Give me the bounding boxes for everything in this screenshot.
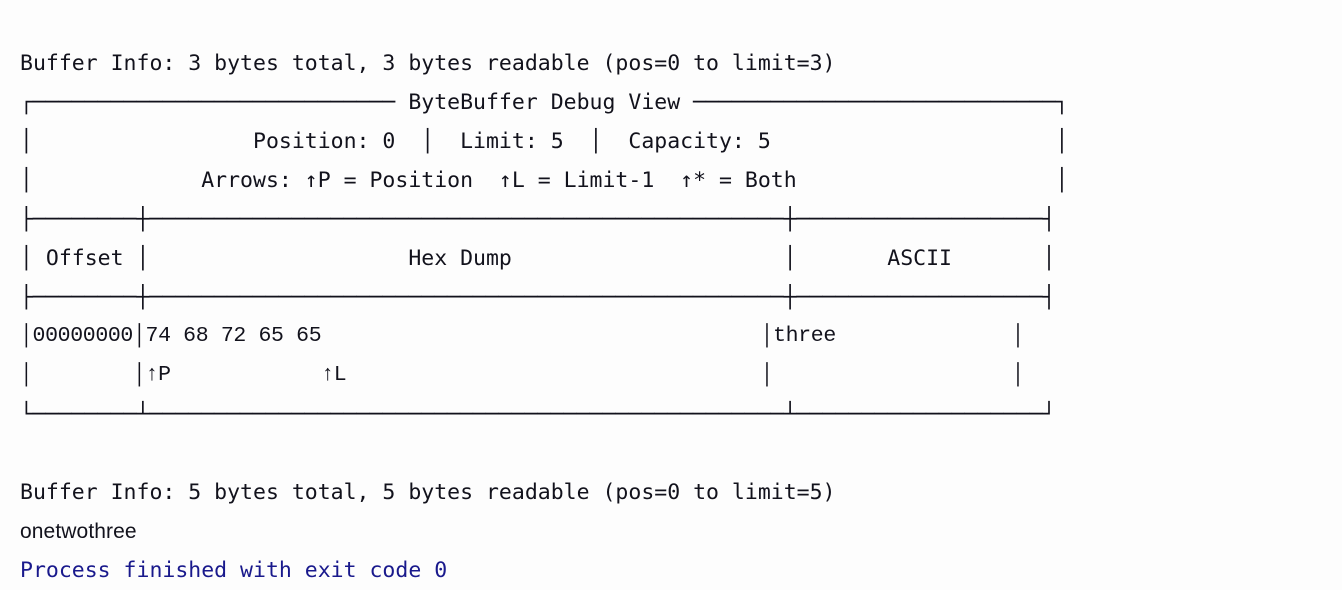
table-separator-lower: ├────────┼──────────────────────────────… (20, 285, 1056, 310)
buffer-info-line-top: Buffer Info: 3 bytes total, 3 bytes read… (20, 51, 836, 76)
debug-view-stats-row: │ Position: 0 │ Limit: 5 │ Capacity: 5 │ (20, 129, 1069, 154)
table-marker-row: │ │↑P ↑L │ │ (20, 363, 1025, 387)
debug-view-legend-row: │ Arrows: ↑P = Position ↑L = Limit-1 ↑* … (20, 168, 1069, 193)
buffer-info-line-bottom: Buffer Info: 5 bytes total, 5 bytes read… (20, 480, 836, 505)
table-row: │00000000│74 68 72 65 65 │three │ (20, 324, 1025, 348)
table-header-row: │ Offset │ Hex Dump │ ASCII │ (20, 246, 1056, 271)
table-separator-upper: ├────────┼──────────────────────────────… (20, 207, 1056, 232)
debug-view-top-border: ┌──────────────────────────── ByteBuffer… (20, 90, 1069, 115)
program-result-output: onetwothree (20, 520, 137, 543)
process-exit-message: Process finished with exit code 0 (20, 558, 448, 583)
debug-view-bottom-border: └────────┴──────────────────────────────… (20, 402, 1056, 427)
